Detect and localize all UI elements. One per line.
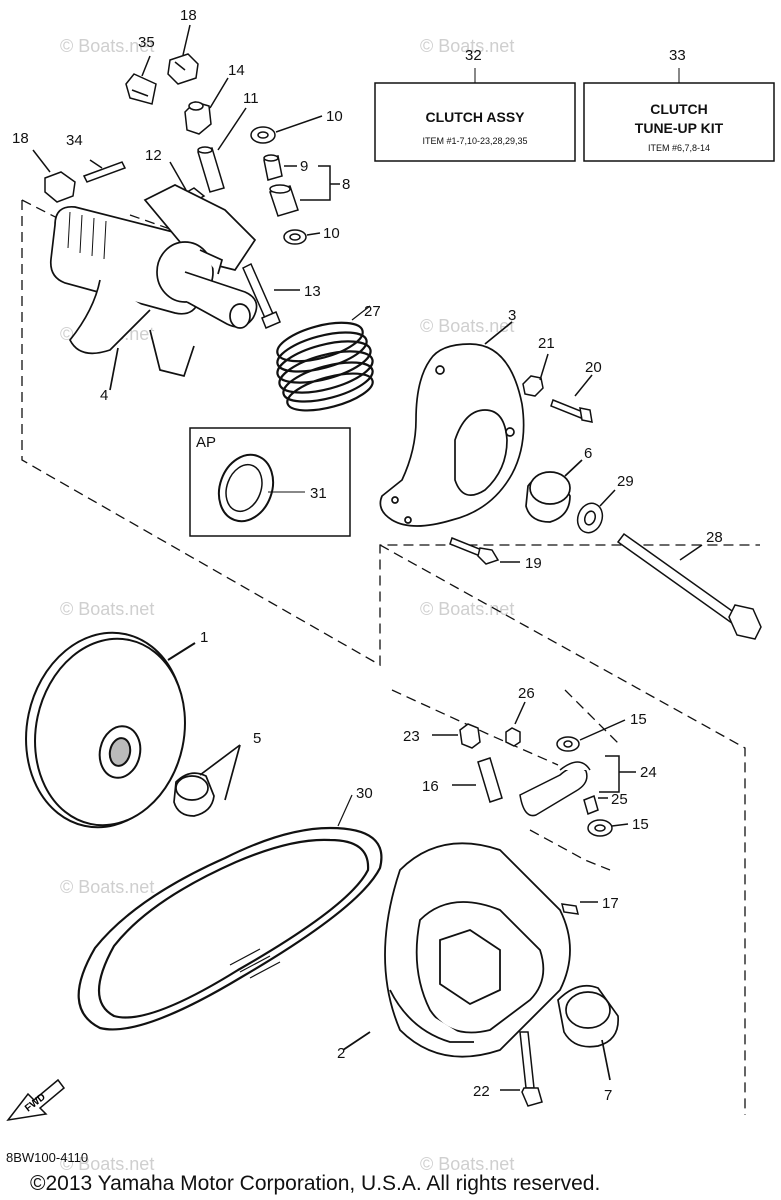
callout-13: 13 <box>304 283 321 300</box>
callout-24: 24 <box>640 764 657 781</box>
callout-6: 6 <box>584 445 592 462</box>
callout-2: 2 <box>337 1045 345 1062</box>
watermark: © Boats.net <box>60 599 154 619</box>
assembly-boundary <box>21 199 760 1115</box>
part-34-pin <box>82 159 127 183</box>
callout-3: 3 <box>508 307 516 324</box>
part-19-bolt <box>449 537 520 565</box>
tune-up-kit-title-line1: CLUTCH <box>650 101 708 117</box>
callout-31: 31 <box>310 485 327 502</box>
part-6-roller <box>525 459 583 523</box>
callout-19: 19 <box>525 555 542 572</box>
callout-5: 5 <box>253 730 261 747</box>
callout-4: 4 <box>100 387 108 404</box>
watermark: © Boats.net <box>420 599 514 619</box>
clutch-assy-title: CLUTCH ASSY <box>425 109 525 125</box>
callout-30: 30 <box>356 785 373 802</box>
part-30-belt <box>77 794 383 1031</box>
part-4-spider <box>49 184 258 391</box>
part-3-cover <box>379 321 525 527</box>
diagram-code: 8BW100-4110 <box>6 1150 89 1165</box>
callout-23: 23 <box>403 728 420 745</box>
part-15-washer-lower <box>587 819 629 837</box>
part-25-bushing <box>583 794 608 816</box>
part-21-nut <box>522 353 549 397</box>
part-22-bolt <box>500 1031 543 1107</box>
callout-14: 14 <box>228 62 245 79</box>
callout-28: 28 <box>706 529 723 546</box>
part-28-bolt-long <box>616 532 762 640</box>
callout-10: 10 <box>326 108 343 125</box>
callout-20: 20 <box>585 359 602 376</box>
watermark: © Boats.net <box>420 316 514 336</box>
callout-18: 18 <box>12 130 29 147</box>
callout-22: 22 <box>473 1083 490 1100</box>
part-35-clip <box>125 55 157 105</box>
part-18-weight-top <box>167 24 199 85</box>
callout-16: 16 <box>422 778 439 795</box>
part-17-screw <box>561 901 598 915</box>
callout-21: 21 <box>538 335 555 352</box>
part-9-bushing <box>263 154 297 181</box>
callout-34: 34 <box>66 132 83 149</box>
clutch-tune-up-kit-box: CLUTCH TUNE-UP KIT ITEM #6,7,8-14 <box>583 68 775 162</box>
callout-8: 8 <box>342 176 350 193</box>
callout-35: 35 <box>138 34 155 51</box>
watermark: © Boats.net <box>420 1154 514 1174</box>
callout-18: 18 <box>180 7 197 24</box>
part-8-roller <box>269 165 340 217</box>
callout-26: 26 <box>518 685 535 702</box>
part-2-movable-sheave <box>342 842 571 1058</box>
clutch-assy-box: CLUTCH ASSY ITEM #1-7,10-23,28,29,35 <box>374 68 576 162</box>
watermark: © Boats.net <box>60 1154 154 1174</box>
callout-12: 12 <box>145 147 162 164</box>
tune-up-kit-title-line2: TUNE-UP KIT <box>635 120 724 136</box>
box-number-32: 32 <box>465 47 482 64</box>
part-10-washer-lower <box>283 229 321 245</box>
part-13-bolt <box>242 262 300 329</box>
part-14-nut <box>184 77 229 135</box>
callout-15: 15 <box>632 816 649 833</box>
part-27-spring <box>276 305 374 412</box>
callout-10: 10 <box>323 225 340 242</box>
part-7-bushing <box>557 984 619 1081</box>
callouts: 18 35 14 11 10 9 8 10 18 34 12 13 27 4 3… <box>12 7 723 1104</box>
part-20-bolt <box>550 374 593 423</box>
watermark: © Boats.net <box>420 36 514 56</box>
copyright-notice: ©2013 Yamaha Motor Corporation, U.S.A. A… <box>30 1172 601 1195</box>
callout-1: 1 <box>200 629 208 646</box>
ap-box: AP <box>189 427 351 537</box>
callout-15: 15 <box>630 711 647 728</box>
callout-29: 29 <box>617 473 634 490</box>
part-23-nut <box>432 723 481 749</box>
part-18-weight-lower <box>32 149 76 203</box>
part-16-pin <box>452 757 503 803</box>
callout-17: 17 <box>602 895 619 912</box>
callout-25: 25 <box>611 791 628 808</box>
part-26-nut <box>505 701 526 747</box>
callout-11: 11 <box>243 90 259 107</box>
clutch-assy-items: ITEM #1-7,10-23,28,29,35 <box>422 136 527 146</box>
tune-up-kit-items: ITEM #6,7,8-14 <box>648 143 710 153</box>
part-1-sheave <box>25 631 196 829</box>
part-24-arm <box>519 755 636 817</box>
part-15-washer-top <box>556 719 626 752</box>
callout-27: 27 <box>364 303 381 320</box>
watermark: © Boats.net <box>60 877 154 897</box>
watermark: © Boats.net <box>60 36 154 56</box>
part-5-bushing <box>173 744 241 817</box>
box-number-33: 33 <box>669 47 686 64</box>
fwd-arrow-icon: FWD <box>6 1078 66 1122</box>
part-11-pin <box>197 107 247 193</box>
part-29-washer <box>576 489 616 534</box>
ap-label: AP <box>196 434 216 451</box>
part-10-washer-top <box>250 115 323 144</box>
callout-7: 7 <box>604 1087 612 1104</box>
callout-9: 9 <box>300 158 308 175</box>
